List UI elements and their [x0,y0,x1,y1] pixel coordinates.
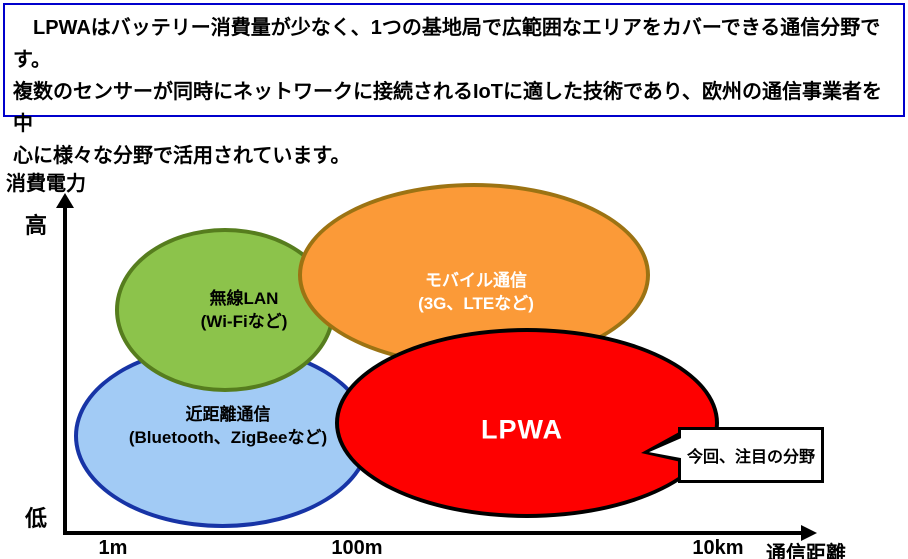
intro-line: 心に様々な分野で活用されています。 [13,145,351,167]
bubble-lpwa [335,328,719,518]
bubble-short-range-label: 近距離通信 (Bluetooth、ZigBeeなど) [129,403,327,449]
bubble-wlan-title: 無線LAN [209,289,279,308]
bubble-lpwa-title: LPWA [481,414,563,445]
x-tick-10km: 10km [692,537,744,559]
callout-box: 今回、注目の分野 [678,427,824,483]
bubble-short-range-subtitle: (Bluetooth、ZigBeeなど) [128,428,328,447]
intro-line: 複数のセンサーが同時にネットワークに接続されるIoTに適した技術であり、欧州の通… [13,81,882,135]
callout-text: 今回、注目の分野 [686,449,815,466]
y-axis-arrow-icon [56,193,74,208]
bubble-short-range-title: 近距離通信 [185,405,271,424]
intro-line: LPWAはバッテリー消費量が少なく、1つの基地局で広範囲なエリアをカバーできる通… [13,17,881,71]
y-axis-low-label: 低 [25,506,48,531]
x-axis-line [63,531,803,535]
y-axis-line [63,205,67,533]
bubble-lpwa-label: LPWA [481,414,563,445]
x-tick-1m: 1m [98,537,128,559]
x-axis-arrow-icon [801,525,817,541]
x-tick-100m: 100m [331,537,383,559]
y-axis-title: 消費電力 [6,173,86,195]
bubble-mobile-subtitle: (3G、LTEなど) [418,294,534,313]
bubble-mobile-label: モバイル通信 (3G、LTEなど) [418,269,534,315]
y-axis-high-label: 高 [25,213,48,238]
intro-box: LPWAはバッテリー消費量が少なく、1つの基地局で広範囲なエリアをカバーできる通… [3,3,905,167]
bubble-wlan-subtitle: (Wi-Fiなど) [200,312,288,331]
bubble-mobile-title: モバイル通信 [424,271,527,290]
x-axis-title: 通信距離 [766,543,846,559]
bubble-wlan-label: 無線LAN (Wi-Fiなど) [201,287,288,333]
